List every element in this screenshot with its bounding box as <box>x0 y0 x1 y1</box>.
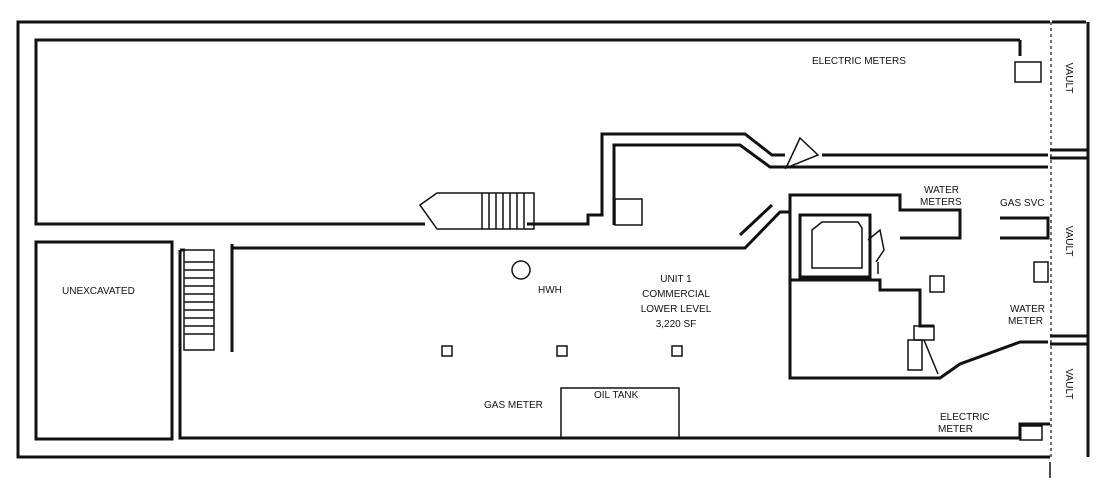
label-unit-commercial: COMMERCIAL <box>642 289 710 300</box>
label-vault-bottom: VAULT <box>1063 369 1074 400</box>
meter-box-mid <box>1033 261 1049 283</box>
column-3 <box>671 345 683 357</box>
storage-box <box>614 198 643 226</box>
column-2 <box>556 345 568 357</box>
upper-stair <box>418 192 535 230</box>
gas-svc-wall <box>1000 216 1050 240</box>
main-room-walls <box>178 248 1050 440</box>
label-unit-1: UNIT 1 <box>660 274 692 285</box>
electric-meter-box-bottom <box>1019 425 1043 441</box>
label-water-meter-2: METER <box>1008 316 1043 327</box>
label-hwh: HWH <box>538 285 562 296</box>
label-gas-svc: GAS SVC <box>1000 198 1044 209</box>
label-unit-lower-level: LOWER LEVEL <box>641 304 712 315</box>
column-1 <box>441 345 453 357</box>
oil-tank <box>560 387 680 439</box>
label-water-meters-2: METERS <box>920 197 962 208</box>
label-water-meter-1: WATER <box>1010 304 1045 315</box>
lower-stair <box>183 249 215 351</box>
label-electric-meters: ELECTRIC METERS <box>812 56 906 67</box>
corridor-walls <box>230 193 962 352</box>
label-water-meters-1: WATER <box>924 185 959 196</box>
mechanical-room <box>788 212 1048 380</box>
label-electric-meter-1: ELECTRIC <box>940 412 989 423</box>
label-oil-tank: OIL TANK <box>594 390 639 401</box>
unexcavated-area <box>34 240 174 441</box>
outer-boundary <box>16 20 1086 478</box>
label-unexcavated: UNEXCAVATED <box>62 286 135 297</box>
label-electric-meter-2: METER <box>938 424 973 435</box>
vault-dividers <box>1050 22 1090 457</box>
electric-meter-box-top <box>1014 61 1042 83</box>
label-vault-mid: VAULT <box>1063 226 1074 257</box>
door-swing <box>784 136 820 170</box>
hwh-circle <box>511 260 531 280</box>
label-unit-area: 3,220 SF <box>656 319 697 330</box>
label-gas-meter: GAS METER <box>484 400 543 411</box>
elevator <box>798 213 885 279</box>
upper-room-walls <box>34 38 1048 226</box>
label-vault-top: VAULT <box>1063 63 1074 94</box>
